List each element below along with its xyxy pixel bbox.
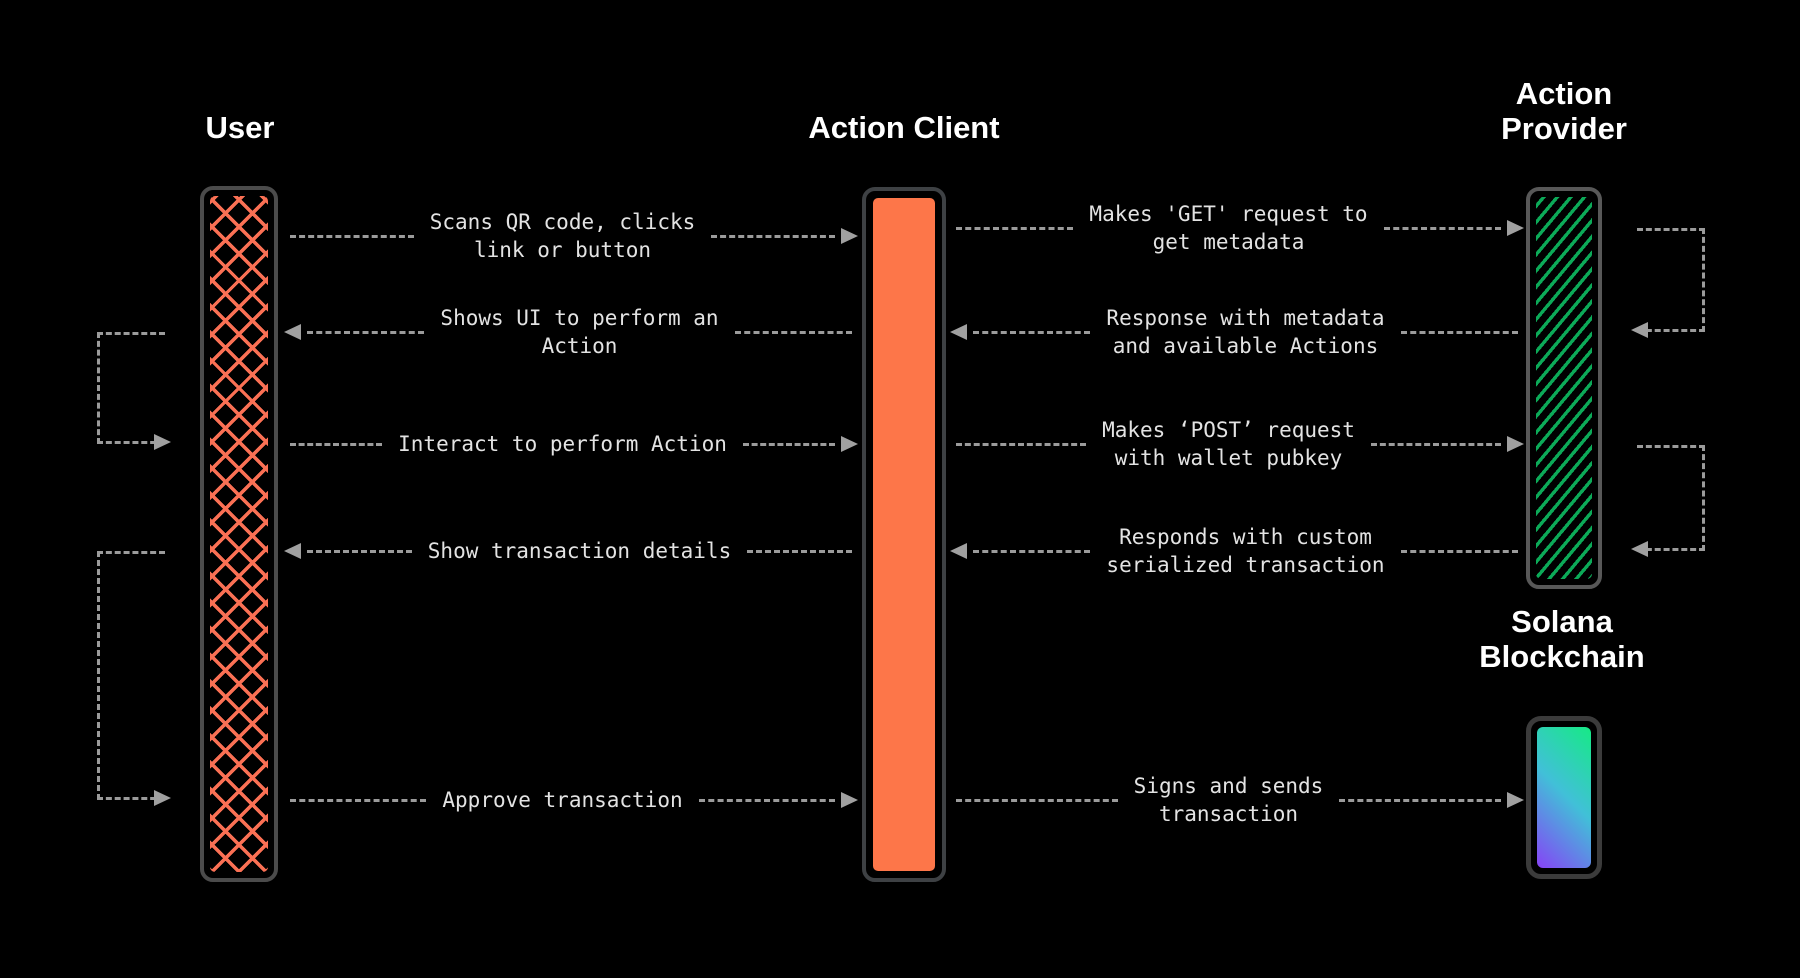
user-lifeline-bar (200, 186, 278, 882)
message-label-line1: Show transaction details (427, 539, 732, 563)
dashed-line (1400, 549, 1518, 553)
action-client-fill (873, 198, 935, 871)
dashed-line (742, 442, 836, 446)
user-self-loop-1 (97, 332, 171, 450)
user-crosshatch-pattern (210, 196, 268, 872)
dashed-line (290, 442, 383, 446)
provider-self-loop-2 (1631, 445, 1705, 557)
message-label: Approve transaction (442, 786, 682, 814)
dashed-line (307, 330, 425, 334)
dashed-line (290, 798, 427, 802)
action-provider-title-line1: Action (1515, 76, 1613, 111)
dashed-line (747, 549, 852, 553)
arrow-right-icon (841, 228, 859, 244)
message-label-line1: Signs and sends (1133, 774, 1324, 798)
message-row-serialized-tx: Responds with custom serialized transact… (950, 506, 1524, 596)
message-label-line1: Makes 'GET' request to (1089, 202, 1368, 226)
action-provider-title: Action Provider (1454, 76, 1674, 146)
message-label: Response with metadata and available Act… (1106, 304, 1384, 360)
dashed-line (1383, 226, 1501, 230)
action-provider-lifeline-bar (1526, 187, 1602, 589)
arrow-left-icon (1631, 541, 1648, 557)
message-label-line1: Responds with custom (1119, 525, 1372, 549)
message-row-interact: Interact to perform Action (284, 399, 859, 489)
message-row-show-details: Show transaction details (284, 506, 858, 596)
dashed-line (734, 330, 852, 334)
user-self-loop-2 (97, 551, 171, 806)
solana-gradient-fill (1537, 727, 1591, 868)
action-client-lifeline-bar (862, 187, 946, 882)
dashed-line (956, 442, 1087, 446)
message-row-shows-ui: Shows UI to perform an Action (284, 287, 858, 377)
message-row-scan-qr: Scans QR code, clicks link or button (284, 191, 859, 281)
message-label: Responds with custom serialized transact… (1106, 523, 1384, 579)
message-label-line2: get metadata (1152, 230, 1305, 254)
arrow-left-icon (950, 543, 967, 559)
arrow-right-icon (154, 434, 171, 450)
action-provider-hatch-pattern (1536, 197, 1592, 579)
message-label: Shows UI to perform an Action (440, 304, 718, 360)
arrow-left-icon (1631, 322, 1648, 338)
dashed-line (698, 798, 835, 802)
action-provider-title-line2: Provider (1501, 111, 1627, 146)
message-label: Scans QR code, clicks link or button (430, 208, 696, 264)
solana-blockchain-bar (1526, 716, 1602, 879)
dashed-line (290, 234, 414, 238)
message-row-signs-sends: Signs and sends transaction (950, 755, 1524, 845)
message-row-approve: Approve transaction (284, 755, 858, 845)
message-row-metadata-response: Response with metadata and available Act… (950, 287, 1524, 377)
message-label: Signs and sends transaction (1134, 772, 1324, 828)
message-label: Show transaction details (428, 537, 731, 565)
message-label: Interact to perform Action (398, 430, 727, 458)
dashed-line (973, 330, 1091, 334)
dashed-line (956, 226, 1074, 230)
action-client-title-line1: Action Client (808, 110, 1000, 145)
message-label-line1: Shows UI to perform an (440, 306, 719, 330)
arrow-right-icon (841, 792, 858, 808)
solana-blockchain-title: Solana Blockchain (1452, 604, 1672, 674)
arrow-left-icon (284, 543, 301, 559)
message-label-line1: Scans QR code, clicks (429, 210, 696, 234)
arrow-right-icon (1507, 792, 1524, 808)
message-label-line2: transaction (1158, 802, 1299, 826)
action-client-title: Action Client (774, 110, 1034, 145)
message-label-line1: Interact to perform Action (398, 432, 727, 456)
arrow-left-icon (950, 324, 967, 340)
message-label-line1: Response with metadata (1106, 306, 1385, 330)
dashed-line (956, 798, 1118, 802)
dashed-line (1339, 798, 1501, 802)
message-label-line1: Makes ‘POST’ request (1102, 418, 1355, 442)
arrow-right-icon (1507, 436, 1524, 452)
message-label: Makes ‘POST’ request with wallet pubkey (1102, 416, 1355, 472)
message-label-line2: Action (541, 334, 618, 358)
dashed-line (711, 234, 836, 238)
dashed-line (1400, 330, 1518, 334)
message-label-line2: with wallet pubkey (1114, 446, 1343, 470)
message-label-line2: and available Actions (1112, 334, 1379, 358)
message-label-line2: link or button (474, 238, 652, 262)
message-row-get-request: Makes 'GET' request to get metadata (950, 183, 1524, 273)
message-label: Makes 'GET' request to get metadata (1089, 200, 1367, 256)
arrow-right-icon (1507, 220, 1524, 236)
solana-title-line2: Blockchain (1479, 639, 1645, 674)
message-label-line1: Approve transaction (442, 788, 683, 812)
arrow-left-icon (284, 324, 301, 340)
solana-title-line1: Solana (1511, 604, 1613, 639)
message-label-line2: serialized transaction (1106, 553, 1385, 577)
arrow-right-icon (841, 436, 859, 452)
dashed-line (1370, 442, 1501, 446)
message-row-post-request: Makes ‘POST’ request with wallet pubkey (950, 399, 1524, 489)
dashed-line (973, 549, 1091, 553)
user-title-line1: User (205, 110, 275, 145)
user-title: User (160, 110, 320, 145)
dashed-line (307, 549, 412, 553)
provider-self-loop-1 (1631, 228, 1705, 338)
arrow-right-icon (154, 790, 171, 806)
